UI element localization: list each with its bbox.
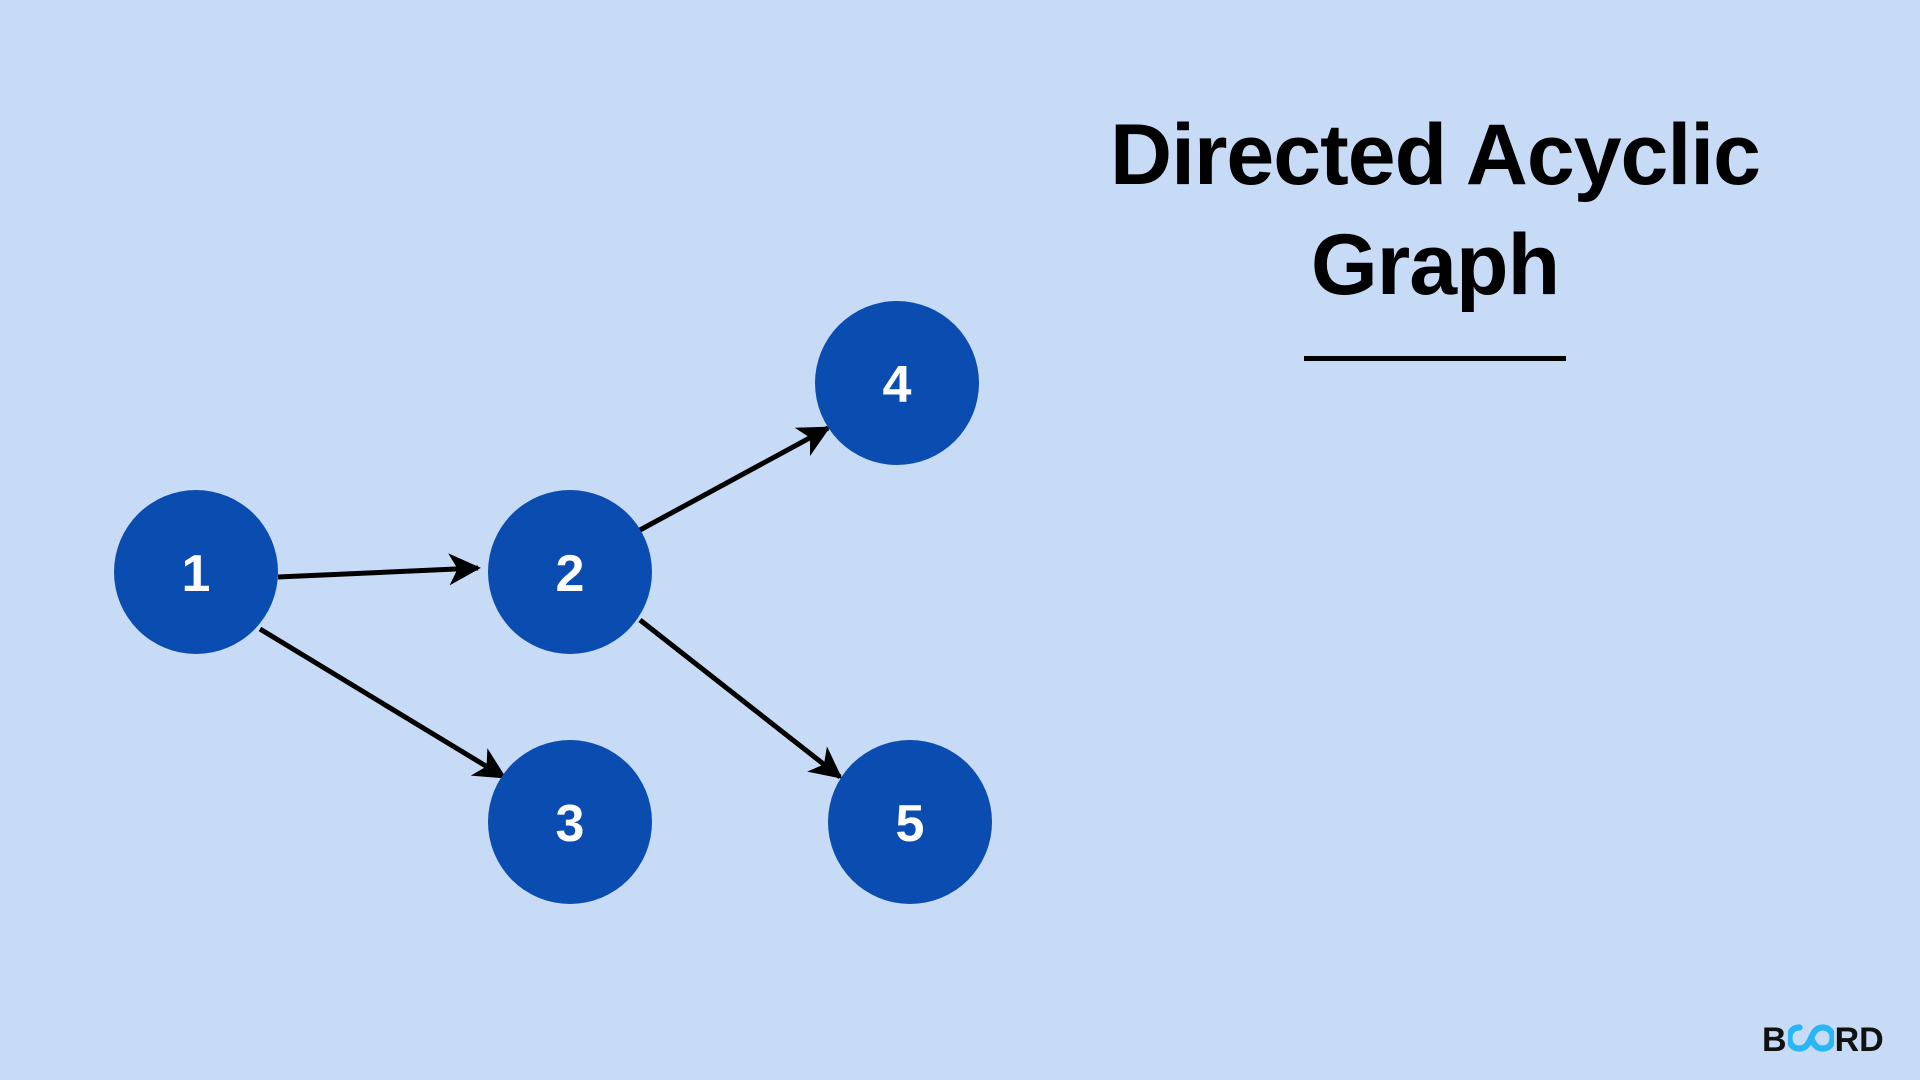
node-group: 1 2 3 4 5 (114, 301, 992, 904)
node-4-circle[interactable] (815, 301, 979, 465)
graph-node-1[interactable]: 1 (114, 490, 278, 654)
title-block: Directed Acyclic Graph (1010, 100, 1860, 362)
node-2-label: 2 (556, 545, 585, 603)
node-1-circle[interactable] (114, 490, 278, 654)
graph-node-4[interactable]: 4 (815, 301, 979, 465)
edge-1-to-3 (258, 626, 507, 780)
logo-text-prefix: B (1762, 1021, 1787, 1059)
graph-node-3[interactable]: 3 (488, 740, 652, 904)
edge-group (258, 425, 843, 780)
node-5-circle[interactable] (828, 740, 992, 904)
infinity-icon (1785, 1021, 1836, 1059)
node-5-label: 5 (896, 795, 925, 853)
edge-2-to-4 (638, 425, 831, 533)
title-underline-rule (1304, 356, 1566, 362)
logo-text-suffix: RD (1834, 1021, 1884, 1059)
brand-logo: B RD (1762, 1018, 1884, 1062)
edge-1-to-2 (277, 553, 481, 586)
node-4-label: 4 (883, 356, 912, 414)
page-title: Directed Acyclic Graph (1109, 107, 1761, 314)
graph-node-5[interactable]: 5 (828, 740, 992, 904)
graph-node-2[interactable]: 2 (488, 490, 652, 654)
node-2-circle[interactable] (488, 490, 652, 654)
node-3-label: 3 (556, 795, 585, 853)
node-1-label: 1 (182, 545, 211, 603)
edge-2-to-5 (638, 618, 843, 779)
node-3-circle[interactable] (488, 740, 652, 904)
